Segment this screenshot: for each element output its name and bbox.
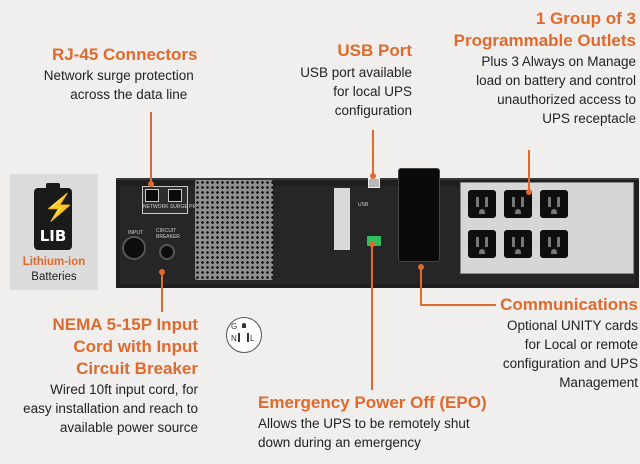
usb-leader-line: [372, 130, 374, 176]
usb-port[interactable]: [368, 178, 380, 188]
communications-callout: Communications Optional UNITY cards for …: [470, 294, 638, 392]
rj45-desc-2: across the data line: [70, 87, 188, 102]
nema-callout: NEMA 5-15P Input Cord with Input Circuit…: [2, 314, 198, 437]
outlets-desc-4: UPS receptacle: [542, 111, 636, 126]
outlet-1[interactable]: [468, 190, 496, 218]
usb-desc-3: configuration: [334, 103, 412, 118]
lib-text: LIB: [39, 227, 67, 245]
outlets-callout: 1 Group of 3 Programmable Outlets Plus 3…: [440, 8, 636, 128]
nema-title-1: NEMA 5-15P Input: [52, 315, 198, 334]
nema-leader-line: [161, 272, 163, 312]
usb-leader-dot: [370, 173, 376, 179]
comm-leader-vertical: [420, 266, 422, 306]
usb-callout: USB Port USB port available for local UP…: [282, 40, 412, 120]
communications-title: Communications: [500, 295, 638, 314]
usb-desc-2: for local UPS: [333, 84, 412, 99]
rj45-leader-dot: [148, 181, 154, 187]
outlets-leader-dot: [526, 189, 532, 195]
outlet-2[interactable]: [504, 190, 532, 218]
nema-leader-dot: [159, 269, 165, 275]
epo-desc-1: Allows the UPS to be remotely shut: [258, 416, 470, 431]
comm-leader-horizontal: [420, 304, 496, 306]
rj45-desc-1: Network surge protection: [43, 68, 194, 83]
nema-title-2: Cord with Input: [73, 337, 198, 356]
lib-subtitle: Batteries: [31, 271, 77, 283]
nema-desc-1: Wired 10ft input cord, for: [50, 382, 198, 397]
plug-ground-label: G: [231, 322, 238, 331]
epo-callout: Emergency Power Off (EPO) Allows the UPS…: [258, 392, 487, 452]
communications-desc-2: for Local or remote: [524, 337, 638, 352]
nema-desc-2: easy installation and reach to: [23, 401, 198, 416]
epo-leader-line: [371, 244, 373, 390]
battery-icon: ⚡ LIB: [34, 183, 76, 250]
nema-plug-icon: G N L: [226, 317, 262, 353]
rj45-leader-line: [150, 112, 152, 184]
lithium-battery-badge: ⚡ LIB Lithium-ion Batteries: [10, 174, 98, 290]
input-cord-socket: [122, 236, 146, 260]
outlets-leader-line: [528, 150, 530, 192]
plug-neutral-label: N: [231, 334, 237, 343]
nema-desc-3: available power source: [59, 420, 198, 435]
epo-leader-dot: [369, 241, 375, 247]
ventilation-grille: [195, 180, 273, 280]
communications-desc-4: Management: [559, 375, 638, 390]
outlets-title-2: Programmable Outlets: [453, 31, 636, 50]
rj45-port-out: [168, 189, 182, 202]
usb-desc-1: USB port available: [300, 65, 412, 80]
comm-leader-dot: [418, 264, 424, 270]
outlet-5[interactable]: [504, 230, 532, 258]
outlets-desc-2: load on battery and control: [476, 73, 636, 88]
communications-desc-1: Optional UNITY cards: [506, 318, 638, 333]
outlet-4[interactable]: [468, 230, 496, 258]
outlet-3[interactable]: [540, 190, 568, 218]
plug-line-label: L: [250, 334, 255, 343]
nema-title-3: Circuit Breaker: [76, 359, 198, 378]
circuit-breaker-knob: [159, 244, 175, 260]
outlets-desc-3: unauthorized access to: [497, 92, 636, 107]
epo-title: Emergency Power Off (EPO): [258, 393, 487, 412]
config-label-plate: [334, 188, 350, 250]
lib-title: Lithium-ion: [22, 256, 86, 268]
communications-desc-3: configuration and UPS: [502, 356, 638, 371]
outlet-6[interactable]: [540, 230, 568, 258]
rj45-port-in: [145, 189, 159, 202]
usb-title: USB Port: [337, 41, 412, 60]
communication-card-slot[interactable]: [398, 168, 440, 262]
epo-desc-2: down during an emergency: [258, 435, 421, 450]
rj45-callout: RJ-45 Connectors Network surge protectio…: [44, 44, 198, 104]
rj45-title: RJ-45 Connectors: [52, 45, 198, 64]
outlets-title-1: 1 Group of 3: [535, 9, 636, 28]
outlets-desc-1: Plus 3 Always on Manage: [481, 54, 636, 69]
lightning-bolt-icon: ⚡: [43, 192, 76, 222]
